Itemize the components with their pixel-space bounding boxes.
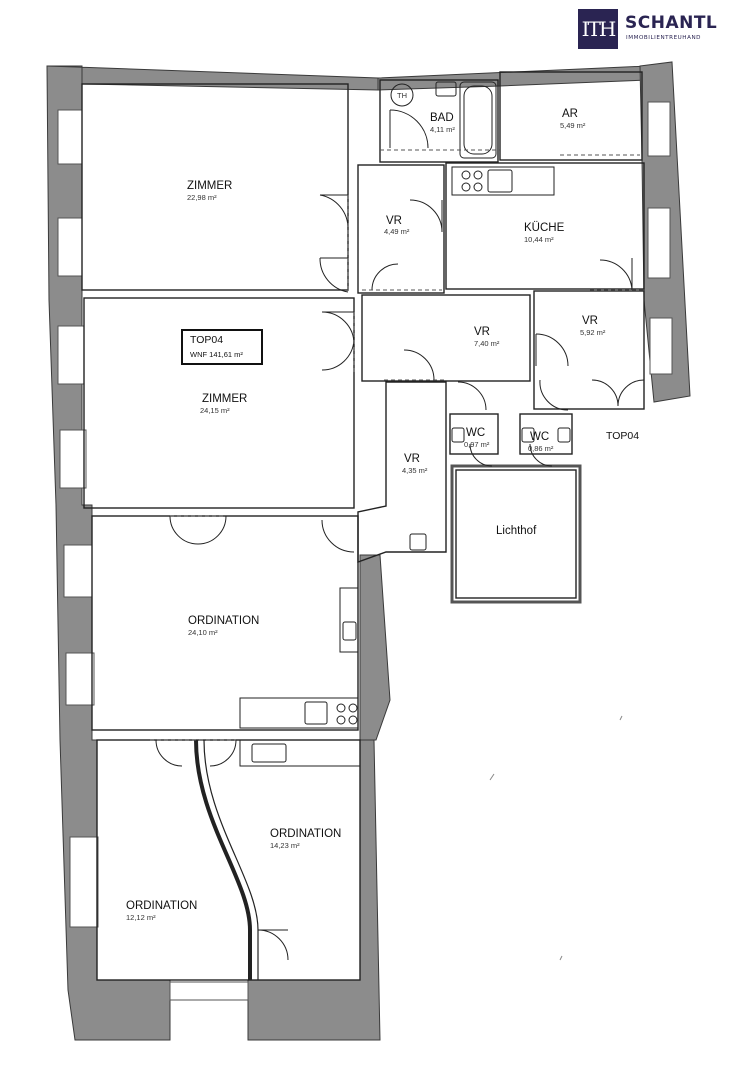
- room-area-wc-2: 0,86 m²: [528, 444, 554, 453]
- room-area-vr-4: 4,35 m²: [402, 466, 428, 475]
- door-thresholds: [150, 149, 644, 741]
- room-area-kueche: 10,44 m²: [524, 235, 554, 244]
- unit-label: TOP04: [190, 334, 223, 346]
- room-area-vr-1: 4,49 m²: [384, 227, 410, 236]
- room-labels: ZIMMER 22,98 m² ZIMMER 24,15 m² ORDINATI…: [126, 91, 639, 922]
- room-name-kueche: KÜCHE: [524, 222, 565, 234]
- room-area-bad: 4,11 m²: [430, 125, 455, 134]
- doors: [155, 109, 645, 961]
- unit-wnf: WNF 141,61 m²: [190, 350, 243, 359]
- scatter-marks: [489, 715, 623, 961]
- room-name-vr-4: VR: [404, 453, 420, 465]
- room-area-ar: 5,49 m²: [560, 121, 586, 130]
- room-name-bad: BAD: [430, 112, 454, 124]
- windows-left: [57, 109, 249, 1001]
- room-name-ordination-2: ORDINATION: [270, 828, 341, 840]
- company-logo: ITH SCHANTL IMMOBILIENTREUHAND: [578, 9, 733, 49]
- exterior-walls: [46, 61, 691, 1041]
- room-name-lichthof: Lichthof: [496, 525, 537, 537]
- room-name-zimmer-2: ZIMMER: [202, 393, 247, 405]
- room-area-ordination-1: 24,10 m²: [188, 628, 218, 637]
- room-name-ordination-1: ORDINATION: [188, 615, 259, 627]
- room-area-wc-1: 0,97 m²: [464, 440, 490, 449]
- room-name-wc-1: WC: [466, 427, 485, 439]
- room-area-ordination-2: 14,23 m²: [270, 841, 300, 850]
- logo-name: SCHANTL: [625, 13, 718, 33]
- room-name-vr-1: VR: [386, 215, 402, 227]
- room-area-zimmer-1: 22,98 m²: [187, 193, 217, 202]
- top-door-label: TOP04: [606, 430, 639, 442]
- room-name-ar: AR: [562, 108, 578, 120]
- room-area-zimmer-2: 24,15 m²: [200, 406, 230, 415]
- room-name-wc-2: WC: [530, 431, 549, 443]
- windows-right: [647, 101, 673, 375]
- logo-mark: ITH: [578, 9, 618, 49]
- lichthof-frame: [450, 464, 582, 604]
- logo-tagline: IMMOBILIENTREUHAND: [626, 35, 702, 41]
- fixtures: [239, 81, 571, 767]
- room-name-vr-3: VR: [582, 315, 598, 327]
- room-area-ordination-3: 12,12 m²: [126, 913, 156, 922]
- room-name-vr-2: VR: [474, 326, 490, 338]
- unit-label-box: TOP04 WNF 141,61 m²: [181, 329, 263, 365]
- logo-mark-text: ITH: [581, 17, 617, 41]
- room-name-ordination-3: ORDINATION: [126, 900, 197, 912]
- room-name-zimmer-1: ZIMMER: [187, 180, 232, 192]
- room-area-vr-2: 7,40 m²: [474, 339, 500, 348]
- toilet-symbol-label: TH: [397, 91, 407, 100]
- room-area-vr-3: 5,92 m²: [580, 328, 606, 337]
